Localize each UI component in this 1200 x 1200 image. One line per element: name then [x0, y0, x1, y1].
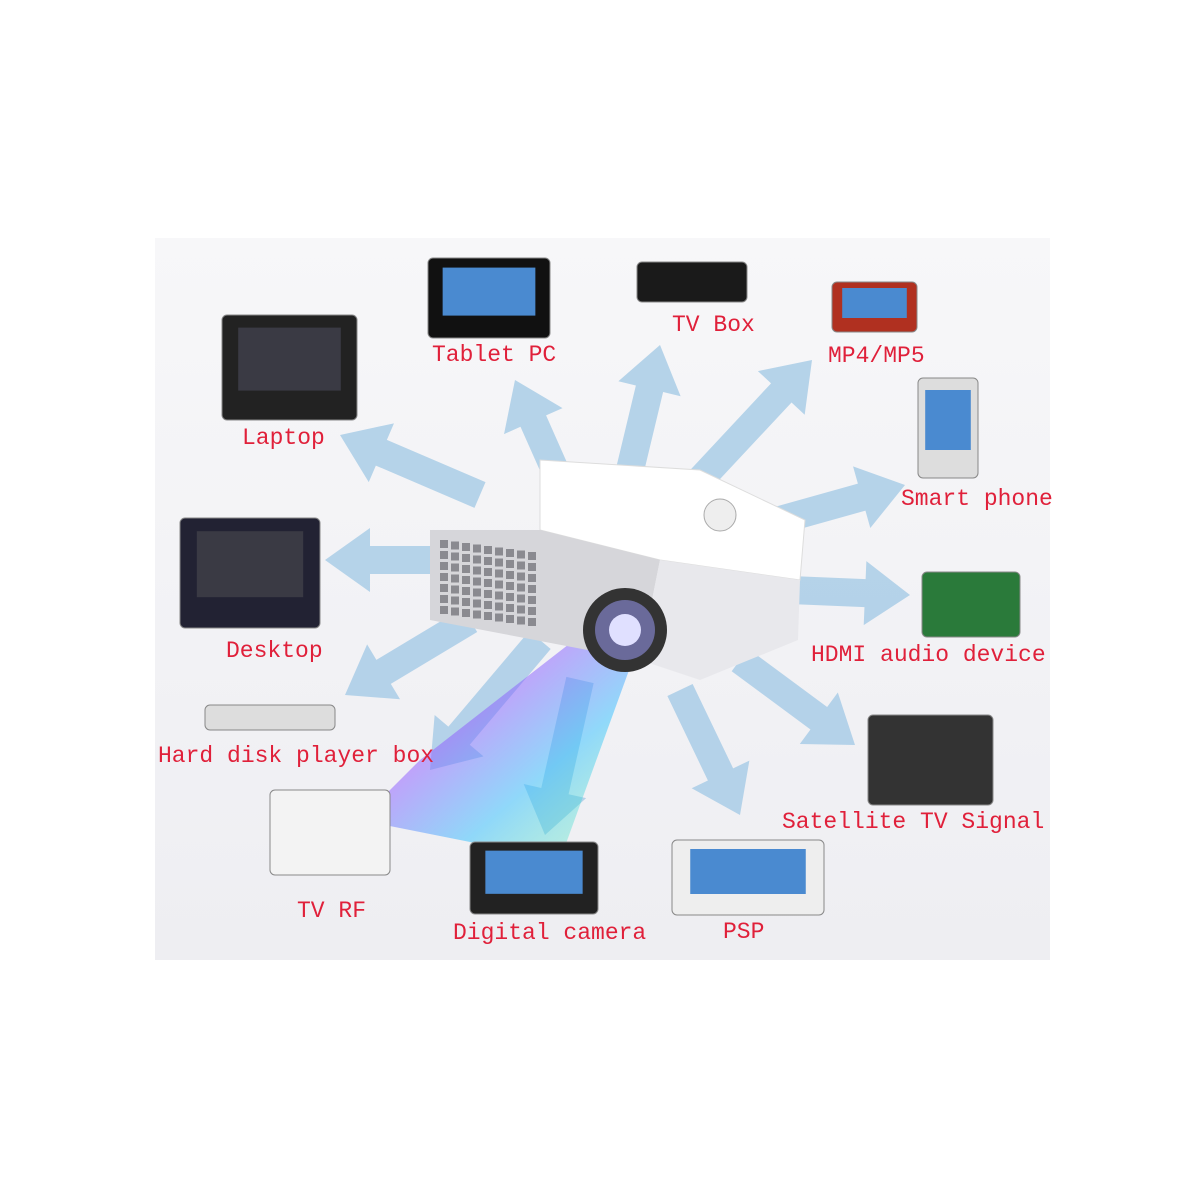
arrow-laptop [340, 423, 486, 508]
screen [238, 327, 341, 391]
arrow-tv-box [616, 345, 681, 474]
satellite-dish-icon [867, 714, 994, 806]
label-laptop: Laptop [242, 425, 325, 451]
screen [196, 531, 304, 598]
arrow-desktop [325, 528, 430, 592]
arrow-mp4-mp5 [689, 360, 812, 490]
label-psp: PSP [723, 919, 765, 945]
pci-card-icon [921, 571, 1021, 638]
label-smart-phone: Smart phone [901, 486, 1053, 512]
cable-icon [269, 789, 391, 876]
screen [925, 390, 971, 450]
label-hdmi-audio-device: HDMI audio device [811, 642, 1046, 668]
screen [442, 267, 536, 316]
logo-badge [703, 498, 737, 532]
hdd-player-icon [204, 704, 336, 731]
label-digital-camera: Digital camera [453, 920, 647, 946]
label-tablet-pc: Tablet PC [432, 342, 557, 368]
projector [430, 459, 806, 680]
label-satellite-tv-signal: Satellite TV Signal [782, 809, 1045, 835]
arrow-smart-phone [776, 466, 905, 534]
label-tv-box: TV Box [672, 312, 755, 338]
tv-box-icon [636, 261, 748, 303]
label-mp4-mp5: MP4/MP5 [828, 343, 925, 369]
label-desktop: Desktop [226, 638, 323, 664]
screen [690, 849, 806, 894]
arrow-hard-disk-player-box [345, 607, 478, 700]
arrow-psp [667, 683, 750, 815]
label-hard-disk-player-box: Hard disk player box [158, 743, 435, 769]
screen [842, 288, 907, 318]
arrow-satellite-tv-signal [731, 648, 855, 745]
arrow-tablet-pc [504, 380, 568, 476]
arrow-hdmi-audio-device [789, 561, 910, 626]
light-beam [360, 620, 640, 860]
screen [485, 850, 583, 894]
label-tv-rf: TV RF [297, 898, 367, 924]
